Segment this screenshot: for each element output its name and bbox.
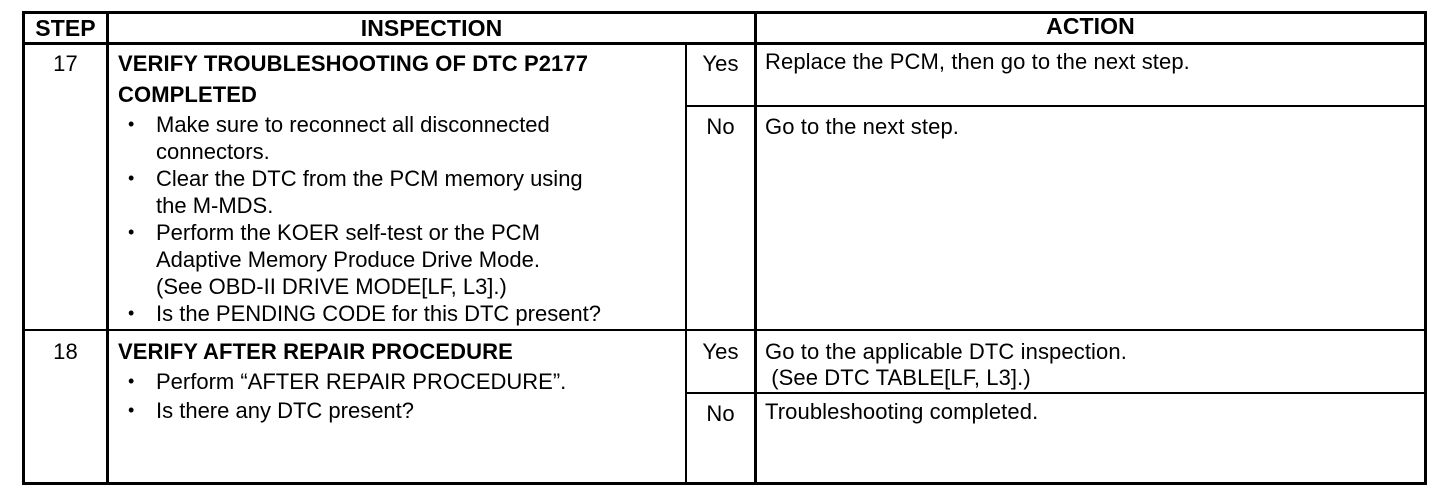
list-item: Perform the KOER self-test or the PCM Ad… xyxy=(118,219,684,300)
table-border-bottom xyxy=(22,482,1427,485)
step-number: 17 xyxy=(53,51,78,76)
inspection-bullet-list: Perform “AFTER REPAIR PROCEDURE”. Is the… xyxy=(118,367,684,425)
action-no-text: Go to the next step. xyxy=(765,114,960,139)
answer-yes-label: Yes xyxy=(702,339,739,364)
list-item: Perform “AFTER REPAIR PROCEDURE”. xyxy=(118,367,684,396)
step-number: 18 xyxy=(53,339,78,364)
header-inspection: INSPECTION xyxy=(360,15,503,41)
row18-yes-no-divider xyxy=(685,392,1427,394)
answer-yes-label: Yes xyxy=(702,51,739,76)
table-border-left xyxy=(22,11,25,485)
action-yes-reference: (See DTC TABLE[LF, L3].) xyxy=(765,365,1031,390)
row-divider xyxy=(22,329,1427,331)
inspection-title: VERIFY TROUBLESHOOTING OF DTC P2177 xyxy=(118,51,589,76)
table-border-top xyxy=(22,11,1427,14)
action-no-text: Troubleshooting completed. xyxy=(765,399,1039,424)
list-item: Clear the DTC from the PCM memory using … xyxy=(118,165,684,219)
table-border-right xyxy=(1424,11,1427,485)
header-divider xyxy=(22,42,1427,45)
action-yes-text: Go to the applicable DTC inspection. xyxy=(765,339,1127,364)
inspection-title: VERIFY AFTER REPAIR PROCEDURE xyxy=(118,339,513,364)
action-column-divider xyxy=(754,11,757,485)
header-action: ACTION xyxy=(1046,13,1135,39)
list-item: Is there any DTC present? xyxy=(118,396,684,425)
row17-yes-no-divider xyxy=(685,105,1427,107)
list-item: Is the PENDING CODE for this DTC present… xyxy=(118,300,684,327)
inspection-title-continued: COMPLETED xyxy=(118,82,258,107)
answer-no-label: No xyxy=(706,401,735,426)
list-item: Make sure to reconnect all disconnected … xyxy=(118,111,684,165)
inspection-bullet-list: Make sure to reconnect all disconnected … xyxy=(118,111,684,327)
answer-column-divider xyxy=(685,44,687,484)
step-column-divider xyxy=(106,11,109,485)
action-yes-text: Replace the PCM, then go to the next ste… xyxy=(765,49,1190,74)
answer-no-label: No xyxy=(706,114,735,139)
header-step: STEP xyxy=(35,15,96,41)
